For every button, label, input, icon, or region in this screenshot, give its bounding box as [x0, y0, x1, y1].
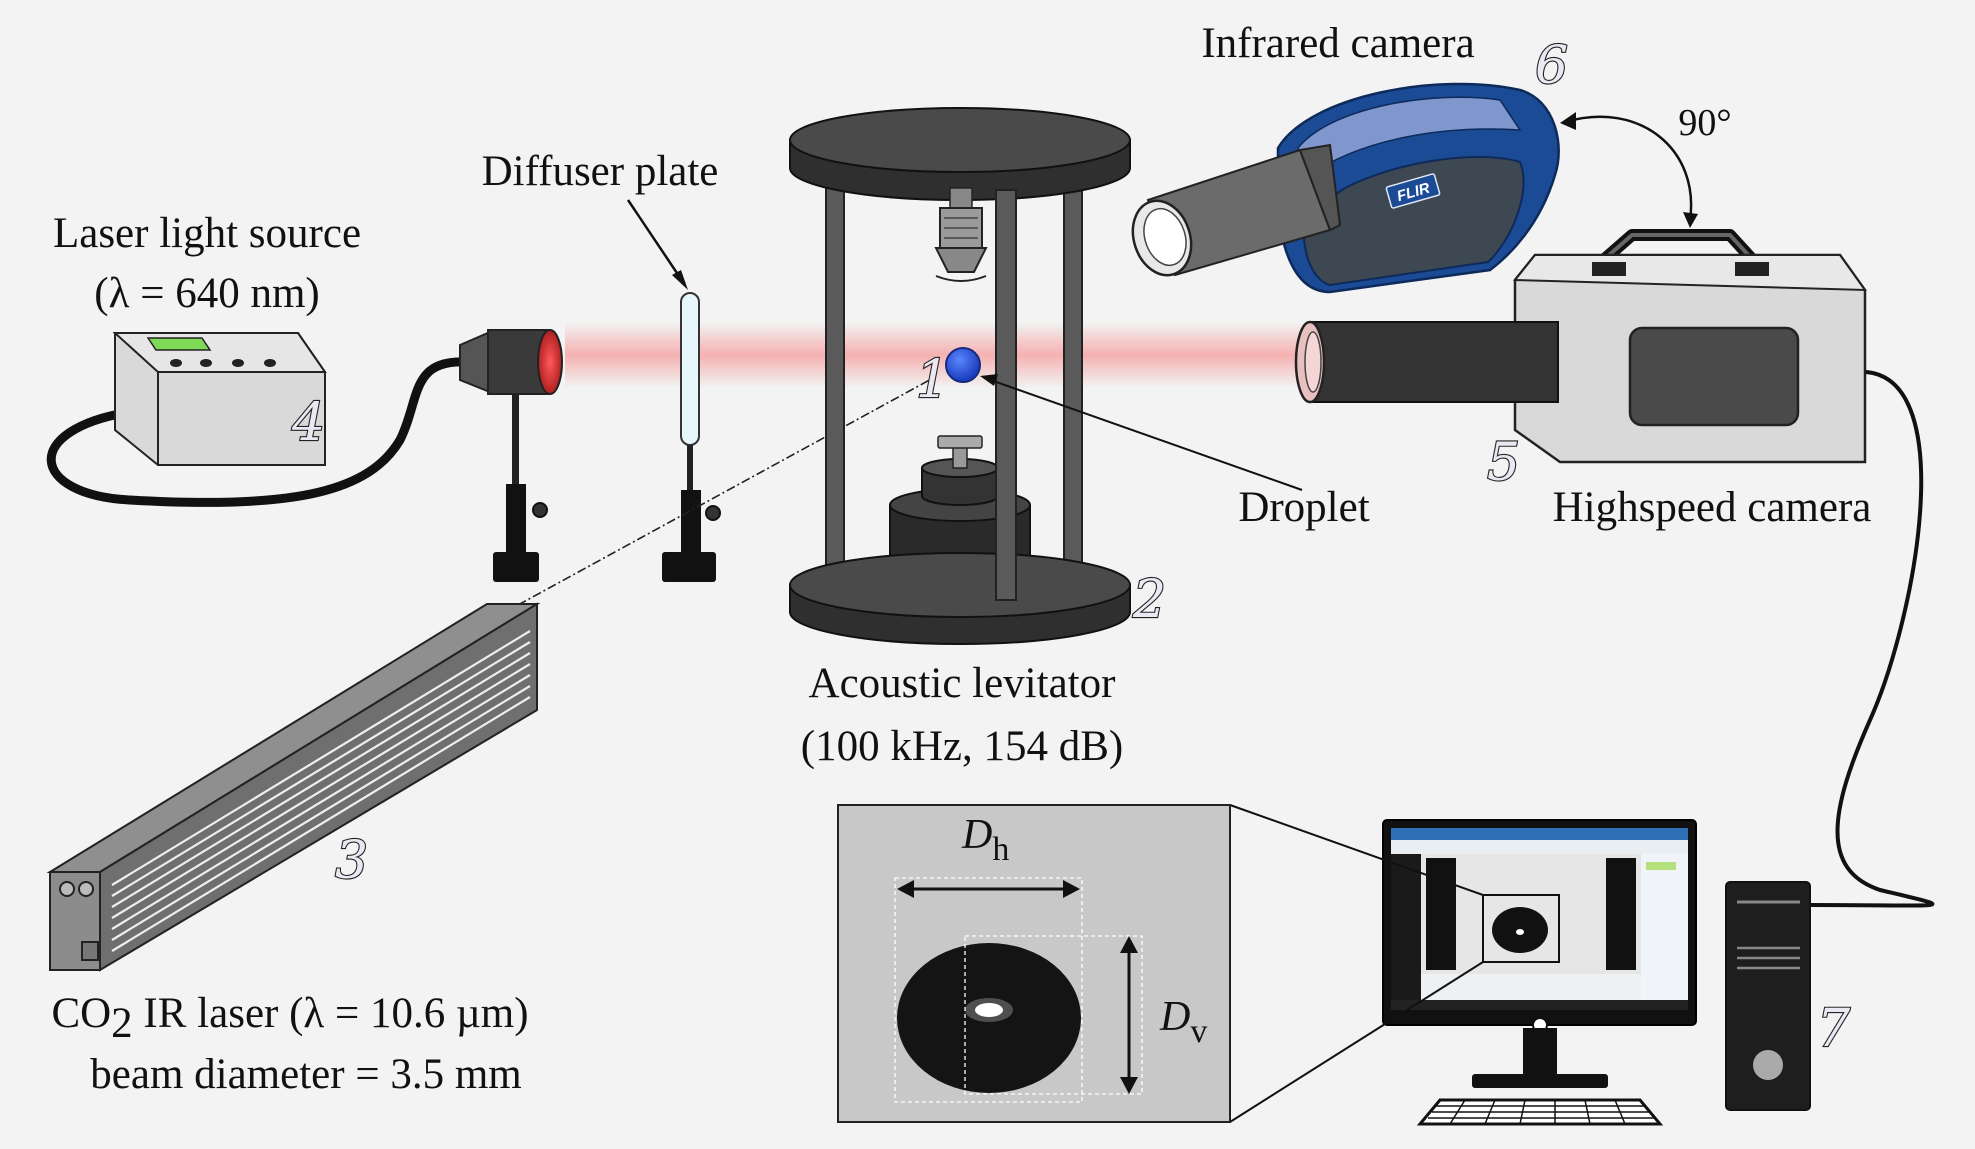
laser-wavelength-label: (λ = 640 nm) — [94, 270, 319, 317]
zoom-line-bottom — [1229, 961, 1484, 1123]
beam-diameter-label: beam diameter = 3.5 mm — [90, 1051, 521, 1098]
angle-label: 90° — [1678, 102, 1731, 144]
diffuser-arrow — [626, 199, 687, 286]
diffuser-plate — [662, 292, 721, 582]
droplet-label: Droplet — [1238, 484, 1369, 531]
highspeed-camera-label: Highspeed camera — [1553, 484, 1872, 531]
camera-to-pc-cable — [1809, 370, 1935, 908]
droplet-inset: Dh Dv — [837, 804, 1231, 1123]
lcd-display — [146, 337, 212, 351]
monitor — [1382, 819, 1697, 1126]
laser-source-cable — [46, 357, 470, 507]
co2-ir-laser: 3 — [46, 376, 936, 972]
laser-light-source: 4 — [46, 332, 470, 507]
droplet — [945, 347, 981, 383]
label-number-3: 3 — [335, 831, 368, 891]
label-number-5: 5 — [1487, 433, 1520, 493]
flir-logo — [1385, 173, 1441, 209]
infrared-camera: FLIR 6 — [1131, 35, 1569, 294]
laser-light-source-label: Laser light source — [53, 210, 361, 257]
pc-tower: 7 — [1725, 881, 1852, 1111]
laser-head — [459, 329, 563, 582]
dh-label: Dh — [961, 812, 1009, 868]
zoom-line-top — [1229, 804, 1484, 896]
label-number-1: 1 — [916, 350, 949, 410]
infrared-camera-label: Infrared camera — [1201, 20, 1474, 67]
cooling-fins — [111, 630, 531, 952]
acoustic-levitator: 1 2 — [789, 107, 1167, 645]
levitator-params-label: (100 kHz, 154 dB) — [801, 723, 1123, 770]
co2-beam-path — [517, 376, 936, 606]
label-number-6: 6 — [1535, 36, 1568, 96]
highspeed-camera: 5 — [1294, 229, 1867, 494]
co2-laser-label: CO2 IR laser (λ = 10.6 µm) — [51, 990, 528, 1047]
label-number-4: 4 — [291, 393, 325, 453]
rotation-arrow — [1564, 115, 1693, 221]
acoustic-levitator-label: Acoustic levitator — [809, 660, 1116, 707]
label-number-7: 7 — [1817, 999, 1851, 1059]
dv-label: Dv — [1159, 994, 1207, 1050]
label-number-2: 2 — [1132, 570, 1166, 630]
diffuser-plate-label: Diffuser plate — [482, 148, 719, 195]
droplet-pointer — [984, 377, 1303, 491]
highspeed-camera-screen — [1628, 326, 1800, 427]
